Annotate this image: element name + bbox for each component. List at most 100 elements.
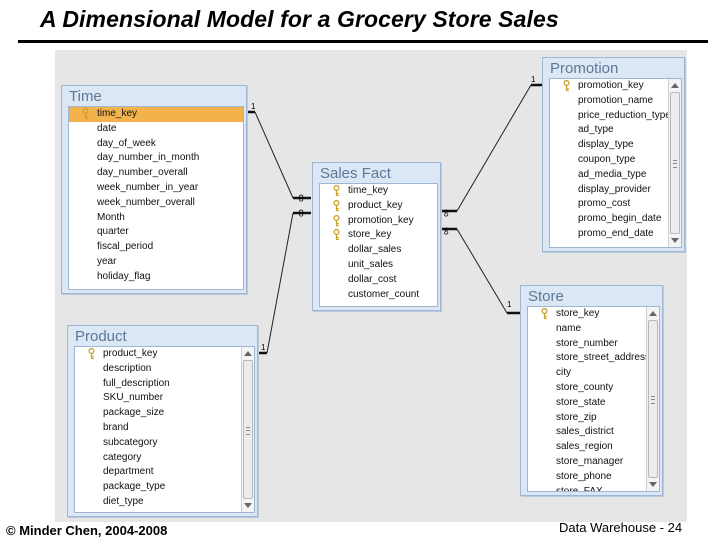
field-name: promotion_key xyxy=(578,80,644,91)
field-row[interactable]: promo_end_date xyxy=(550,227,668,242)
scrollbar-thumb[interactable] xyxy=(243,360,253,499)
field-row[interactable]: year xyxy=(69,255,243,270)
field-row[interactable]: description xyxy=(75,362,241,377)
field-row[interactable]: brand xyxy=(75,421,241,436)
scroll-down-icon[interactable] xyxy=(244,503,252,508)
field-row[interactable]: display_provider xyxy=(550,183,668,198)
field-row[interactable]: name xyxy=(528,322,646,337)
field-name: store_number xyxy=(556,337,618,349)
field-row[interactable]: promo_begin_date xyxy=(550,212,668,227)
field-row[interactable]: customer_count xyxy=(320,288,437,303)
field-row[interactable]: category xyxy=(75,451,241,466)
field-row[interactable]: store_FAX xyxy=(528,485,646,491)
field-name: package_size xyxy=(103,407,165,419)
field-row[interactable]: time_key xyxy=(69,107,243,122)
field-row[interactable]: sales_district xyxy=(528,425,646,440)
scroll-up-icon[interactable] xyxy=(244,351,252,356)
field-row[interactable]: sales_region xyxy=(528,440,646,455)
scrollbar[interactable] xyxy=(646,307,659,491)
field-name: SKU_number xyxy=(103,392,164,404)
field-row[interactable]: store_manager xyxy=(528,455,646,470)
field-row[interactable]: coupon_type xyxy=(550,153,668,168)
field-name: store_phone xyxy=(556,470,612,482)
field-name: fiscal_period xyxy=(97,241,154,253)
field-row[interactable]: holiday_flag xyxy=(69,270,243,285)
field-row[interactable]: diet_type xyxy=(75,495,241,510)
field-row[interactable]: store_street_address xyxy=(528,351,650,366)
field-row[interactable]: store_key xyxy=(320,228,437,243)
scrollbar-thumb[interactable] xyxy=(648,320,658,478)
field-row[interactable]: package_size xyxy=(75,406,241,421)
field-row[interactable]: city xyxy=(528,366,646,381)
field-row[interactable]: promotion_name xyxy=(550,94,668,109)
field-row[interactable]: day_number_in_month xyxy=(69,151,243,166)
scrollbar[interactable] xyxy=(668,79,681,247)
field-row[interactable]: store_zip xyxy=(528,411,646,426)
field-row[interactable]: Month xyxy=(69,211,243,226)
scroll-up-icon[interactable] xyxy=(649,311,657,316)
table-title: Promotion xyxy=(550,60,619,77)
table-title: Product xyxy=(75,328,127,345)
table-title: Sales Fact xyxy=(320,165,391,182)
field-row[interactable]: date xyxy=(69,122,243,137)
field-row[interactable]: display_type xyxy=(550,138,668,153)
field-list[interactable]: promotion_key promotion_name price_reducti… xyxy=(549,78,682,248)
field-row[interactable]: ad_type xyxy=(550,123,668,138)
field-name: subcategory xyxy=(103,436,158,448)
grip-icon xyxy=(651,396,655,404)
field-row[interactable]: store_county xyxy=(528,381,646,396)
scroll-down-icon[interactable] xyxy=(671,238,679,243)
scrollbar-thumb[interactable] xyxy=(670,92,680,234)
field-row[interactable]: dollar_sales xyxy=(320,243,437,258)
field-row[interactable]: store_number xyxy=(528,337,646,352)
field-row[interactable]: time_key xyxy=(320,184,437,199)
field-row[interactable]: full_description xyxy=(75,377,241,392)
field-name: display_provider xyxy=(578,183,651,195)
field-name: store_key xyxy=(556,308,600,319)
field-name: day_of_week xyxy=(97,137,156,149)
field-row[interactable]: unit_sales xyxy=(320,258,437,273)
field-row[interactable]: day_number_overall xyxy=(69,166,243,181)
field-row[interactable]: store_state xyxy=(528,396,646,411)
field-row[interactable]: fiscal_period xyxy=(69,240,243,255)
field-row[interactable]: department xyxy=(75,465,241,480)
field-row[interactable]: subcategory xyxy=(75,436,241,451)
scrollbar[interactable] xyxy=(241,347,254,512)
field-row[interactable]: promotion_key xyxy=(320,214,437,229)
cardinality-many-promotion: ∞ xyxy=(439,209,452,217)
field-name: unit_sales xyxy=(348,258,394,270)
field-row[interactable]: store_phone xyxy=(528,470,646,485)
copyright-footer: © Minder Chen, 2004-2008 xyxy=(6,523,168,538)
field-name: store_zip xyxy=(556,411,597,423)
field-name: price_reduction_type xyxy=(578,109,671,121)
field-row[interactable]: dollar_cost xyxy=(320,273,437,288)
field-row[interactable]: price_reduction_type xyxy=(550,109,671,124)
field-row[interactable]: package_type xyxy=(75,480,241,495)
field-row[interactable]: promo_cost xyxy=(550,197,668,212)
field-row[interactable]: SKU_number xyxy=(75,391,241,406)
field-name: store_county xyxy=(556,381,614,393)
field-name: city xyxy=(556,367,571,379)
field-row[interactable]: product_key xyxy=(320,199,437,214)
field-row[interactable]: product_key xyxy=(75,347,241,362)
field-name: holiday_flag xyxy=(97,270,151,282)
field-row[interactable]: week_number_overall xyxy=(69,196,243,211)
field-row[interactable]: store_key xyxy=(528,307,646,322)
scroll-up-icon[interactable] xyxy=(671,83,679,88)
field-row[interactable]: ad_media_type xyxy=(550,168,668,183)
field-row[interactable]: promotion_key xyxy=(550,79,668,94)
field-row[interactable]: quarter xyxy=(69,225,243,240)
field-name: promotion_name xyxy=(578,94,654,106)
field-row[interactable]: day_of_week xyxy=(69,137,243,152)
field-row[interactable]: week_number_in_year xyxy=(69,181,243,196)
scroll-down-icon[interactable] xyxy=(649,482,657,487)
